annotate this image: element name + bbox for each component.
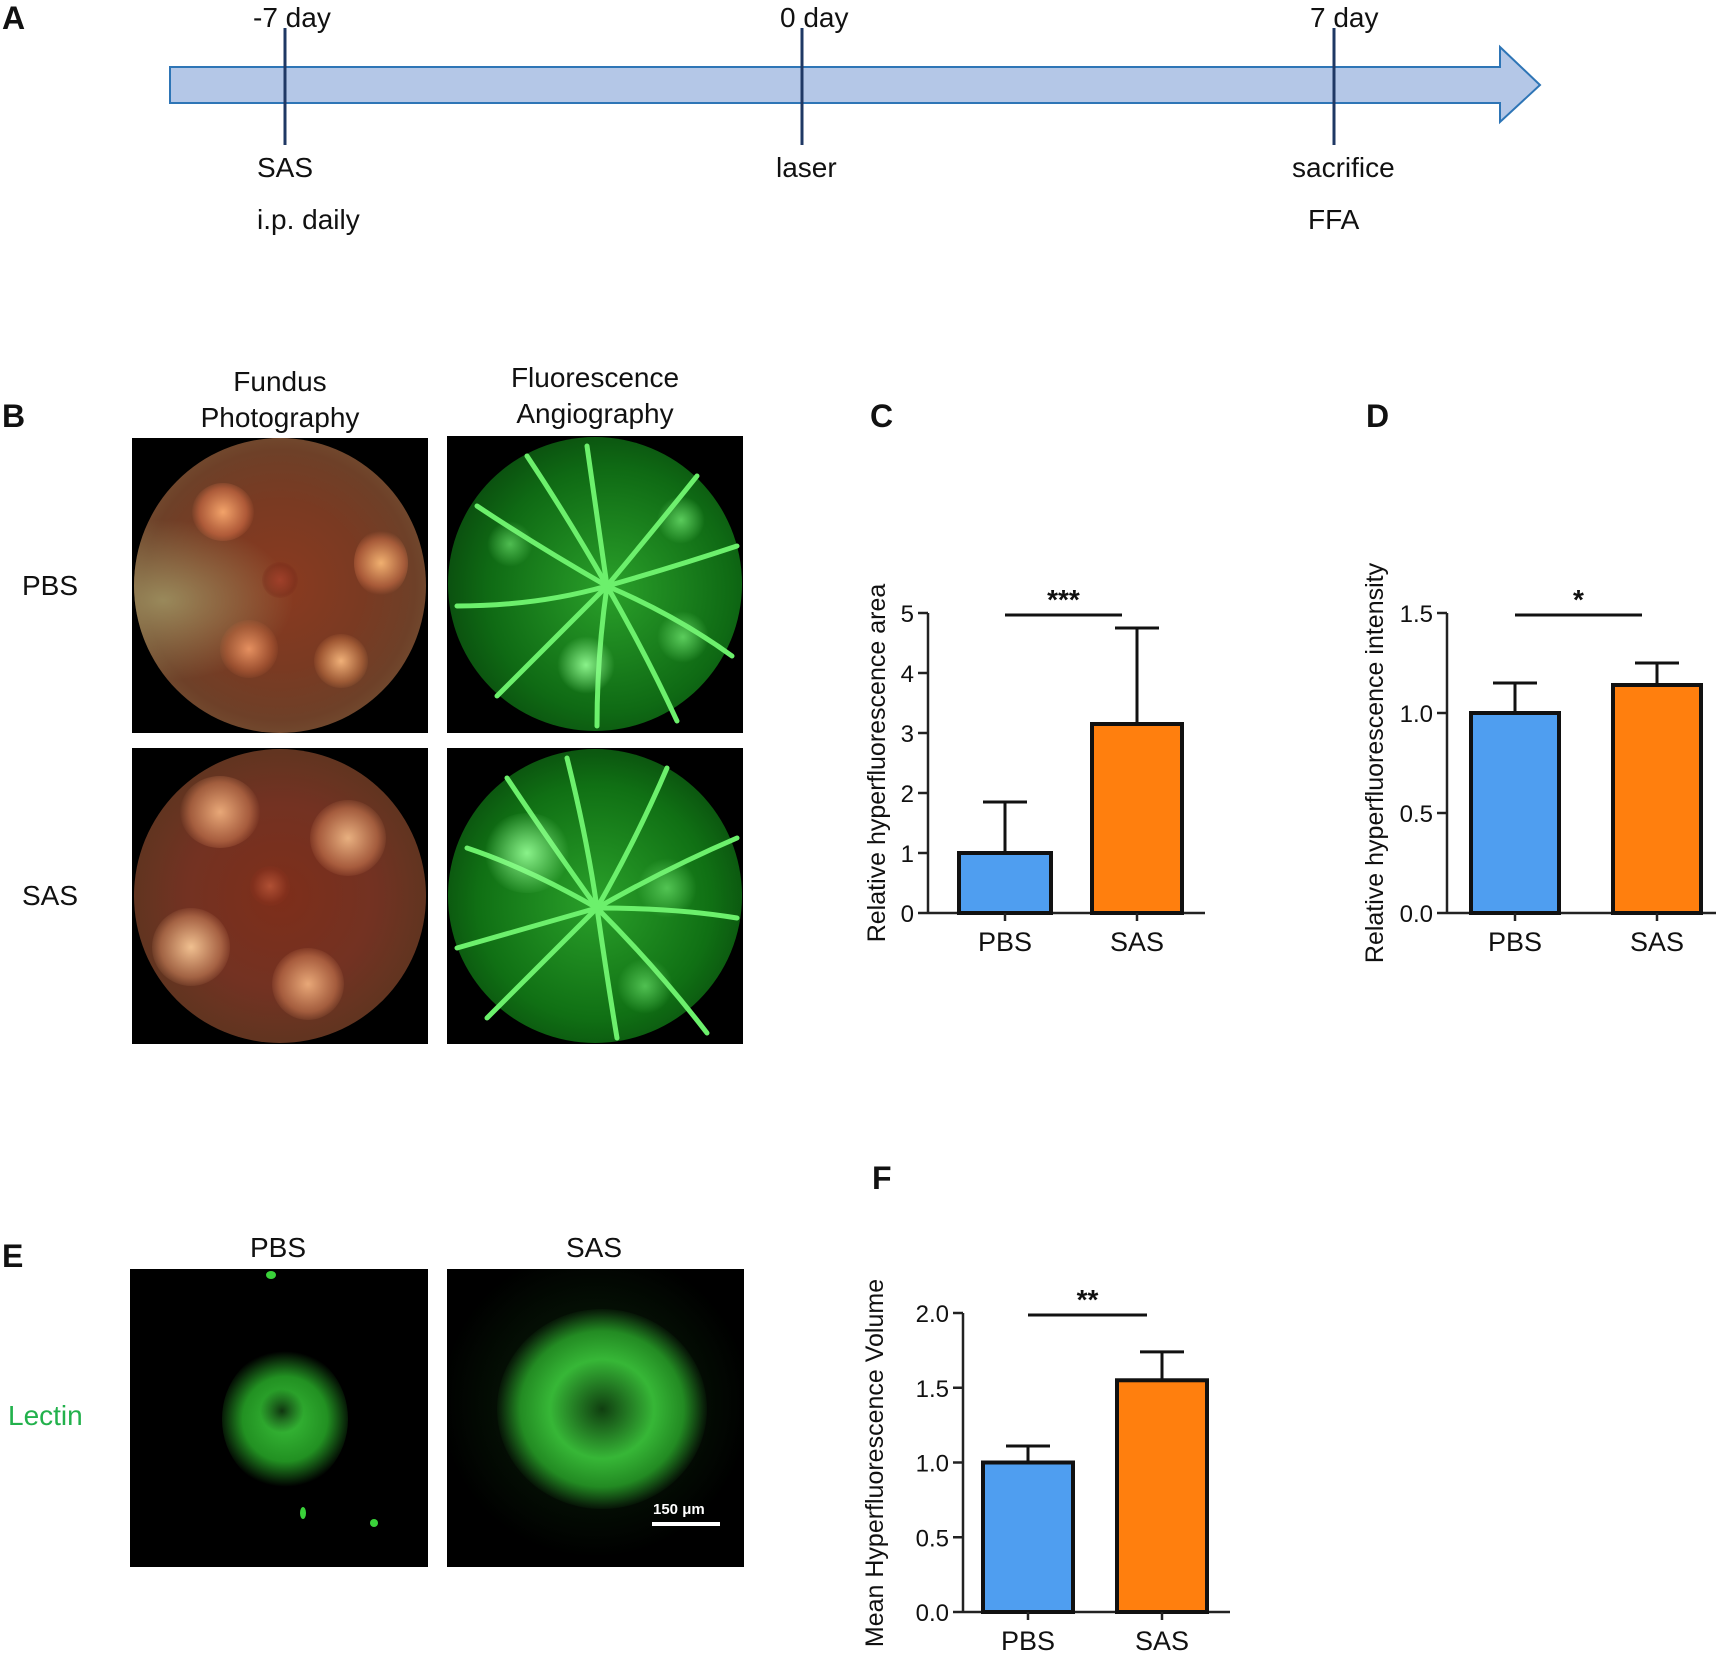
chart-d-y-tick-label: 0.5: [1400, 801, 1433, 828]
chart-c-y-tick-label: 2: [901, 781, 914, 808]
row-label-lectin: Lectin: [8, 1400, 83, 1431]
chart-d-bar-pbs: [1469, 711, 1561, 915]
chart-c-y-axis-label: Relative hyperfluorescence area: [863, 584, 891, 943]
row-label-pbs: PBS: [22, 570, 79, 601]
column-header-ffa-line2: Angiography: [516, 398, 674, 429]
chart-c-y-tick-label: 1: [901, 841, 914, 868]
chart-c-y-tick-label: 3: [901, 721, 914, 748]
chart-d-x-tick-label: PBS: [1488, 927, 1542, 957]
lectin-photo-pbs: [130, 1269, 428, 1567]
chart-c-y-tick-label: 0: [901, 901, 914, 928]
timeline-day-0: 0 day: [780, 2, 849, 33]
panel-label-e: E: [2, 1238, 24, 1274]
chart-c-y-tick-label: 5: [901, 601, 914, 628]
chart-c-bar-pbs: [957, 851, 1053, 915]
timeline-arrow: [169, 28, 1542, 145]
ffa-photo-pbs: [447, 436, 743, 733]
fundus-photo-sas: [132, 748, 428, 1044]
timeline-detail-ffa: FFA: [1308, 204, 1360, 235]
column-header-fundus-line1: Fundus: [233, 366, 327, 397]
chart-d-bar-sas: [1611, 683, 1703, 915]
chart-d-x-tick-label: SAS: [1630, 927, 1684, 957]
chart-c-x-tick-label: PBS: [978, 927, 1032, 957]
panel-label-c: C: [870, 398, 894, 434]
timeline-event-sacrifice: sacrifice: [1292, 152, 1395, 183]
timeline-event-laser: laser: [776, 152, 837, 183]
chart-f-bar-pbs: [981, 1460, 1075, 1614]
chart-d-y-axis-label: Relative hyperfluorescence intensity: [1361, 562, 1389, 963]
panel-label-f: F: [872, 1160, 892, 1196]
scale-bar: [652, 1522, 720, 1526]
ffa-photo-sas: [447, 748, 743, 1044]
column-header-fundus: Fundus Photography: [201, 364, 360, 436]
timeline-arrow-shape: [169, 44, 1542, 125]
lectin-photo-sas: 150 μm: [447, 1269, 744, 1567]
chart-d-y-tick-label: 0.0: [1400, 901, 1433, 928]
chart-f-y-tick-label: 1.0: [916, 1451, 949, 1478]
chart-c-y-tick-label: 4: [901, 661, 914, 688]
chart-c-significance-label: ***: [1047, 584, 1080, 615]
chart-f-x-tick-label: PBS: [1001, 1626, 1055, 1656]
chart-c-bar-sas: [1090, 722, 1184, 915]
column-header-ffa-line1: Fluorescence: [510, 362, 680, 393]
column-header-fundus-line2: Photography: [200, 402, 360, 433]
chart-f-y-tick-label: 0.0: [916, 1600, 949, 1627]
chart-f-significance-label: **: [1077, 1284, 1099, 1315]
panel-label-d: D: [1366, 398, 1390, 434]
column-header-lectin-pbs: PBS: [249, 1232, 307, 1263]
column-header-ffa: Fluorescence Angiography: [511, 360, 679, 432]
panel-label-a: A: [2, 0, 26, 36]
chart-f-y-tick-label: 2.0: [916, 1301, 949, 1328]
chart-f-y-axis-label: Mean Hyperfluorescence Volume: [861, 1279, 889, 1647]
chart-c-x-tick-label: SAS: [1110, 927, 1164, 957]
timeline-day-7: 7 day: [1310, 2, 1379, 33]
chart-d-y-tick-label: 1.0: [1400, 701, 1433, 728]
chart-d-y-tick-label: 1.5: [1400, 601, 1433, 628]
timeline-event-sas: SAS: [257, 152, 314, 183]
chart-f-y-tick-label: 1.5: [916, 1376, 949, 1403]
chart-d-significance-label: *: [1573, 584, 1584, 615]
timeline-detail-ip-daily: i.p. daily: [257, 204, 360, 235]
chart-f-y-tick-label: 0.5: [916, 1525, 949, 1552]
fundus-photo-pbs: [132, 438, 428, 733]
scale-bar-label: 150 μm: [653, 1501, 705, 1518]
row-label-sas: SAS: [22, 880, 79, 911]
chart-f-x-tick-label: SAS: [1135, 1626, 1189, 1656]
panel-label-b: B: [2, 398, 26, 434]
column-header-lectin-sas: SAS: [565, 1232, 623, 1263]
timeline-day-minus7: -7 day: [253, 2, 331, 33]
chart-f-bar-sas: [1115, 1378, 1209, 1615]
ffa-vessels-sas: [454, 755, 740, 1041]
